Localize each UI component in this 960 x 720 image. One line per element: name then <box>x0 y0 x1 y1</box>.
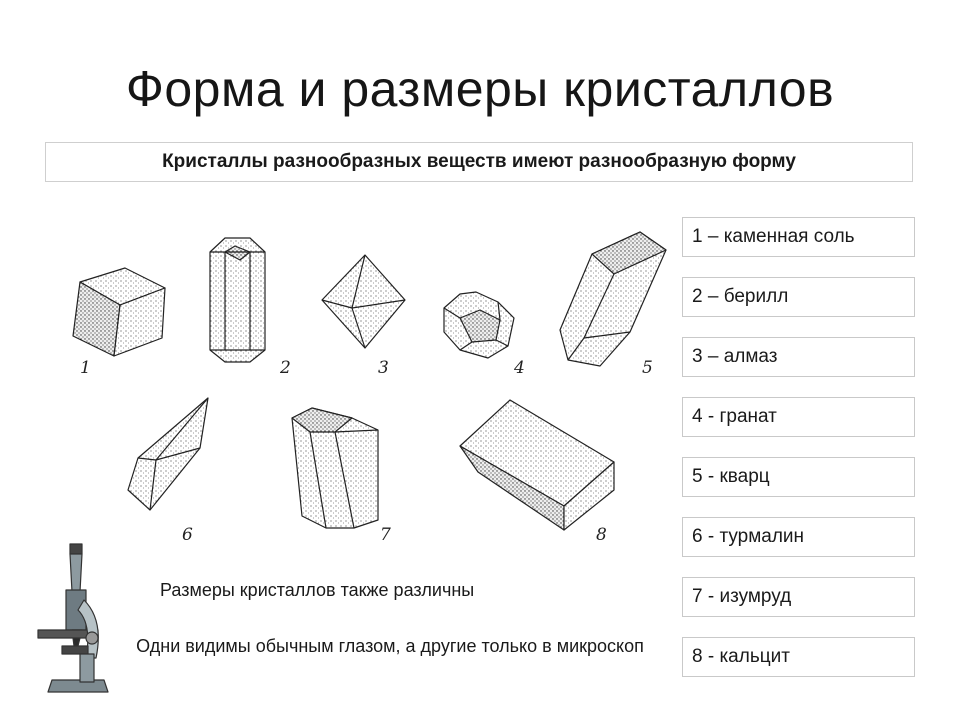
legend-item: 3 – алмаз <box>682 337 915 377</box>
crystal-3-diamond <box>321 254 406 349</box>
visibility-text: Одни видимы обычным глазом, а другие тол… <box>136 636 644 656</box>
crystal-legend: 1 – каменная соль 2 – берилл 3 – алмаз 4… <box>682 217 915 697</box>
crystal-5-quartz <box>559 231 667 367</box>
crystal-4-garnet <box>443 291 515 359</box>
crystal-number-7: 7 <box>380 525 391 545</box>
legend-item: 5 - кварц <box>682 457 915 497</box>
crystal-6-tourmaline <box>127 397 209 511</box>
crystal-number-5: 5 <box>642 358 653 378</box>
crystal-number-3: 3 <box>378 358 389 378</box>
crystal-8-calcite <box>459 399 615 531</box>
page-title: Форма и размеры кристаллов <box>125 61 835 117</box>
subtitle-box: Кристаллы разнообразных веществ имеют ра… <box>45 142 913 182</box>
crystal-number-8: 8 <box>596 525 607 545</box>
subtitle-text: Кристаллы разнообразных веществ имеют ра… <box>162 151 796 172</box>
crystal-2-beryl <box>209 237 266 363</box>
crystal-number-1: 1 <box>80 358 91 378</box>
legend-item: 8 - кальцит <box>682 637 915 677</box>
sizes-text: Размеры кристаллов также различны <box>160 580 475 600</box>
crystal-7-emerald <box>291 407 379 529</box>
crystal-number-2: 2 <box>279 358 291 378</box>
legend-item: 4 - гранат <box>682 397 915 437</box>
microscope-icon <box>37 543 109 693</box>
legend-item: 6 - турмалин <box>682 517 915 557</box>
crystal-number-4: 4 <box>513 358 525 378</box>
legend-item: 2 – берилл <box>682 277 915 317</box>
crystal-drawings: 1 2 3 4 5 6 7 8 <box>72 231 667 545</box>
crystal-1-rock-salt <box>72 267 166 357</box>
legend-item: 7 - изумруд <box>682 577 915 617</box>
crystal-number-6: 6 <box>182 525 193 545</box>
legend-item: 1 – каменная соль <box>682 217 915 257</box>
